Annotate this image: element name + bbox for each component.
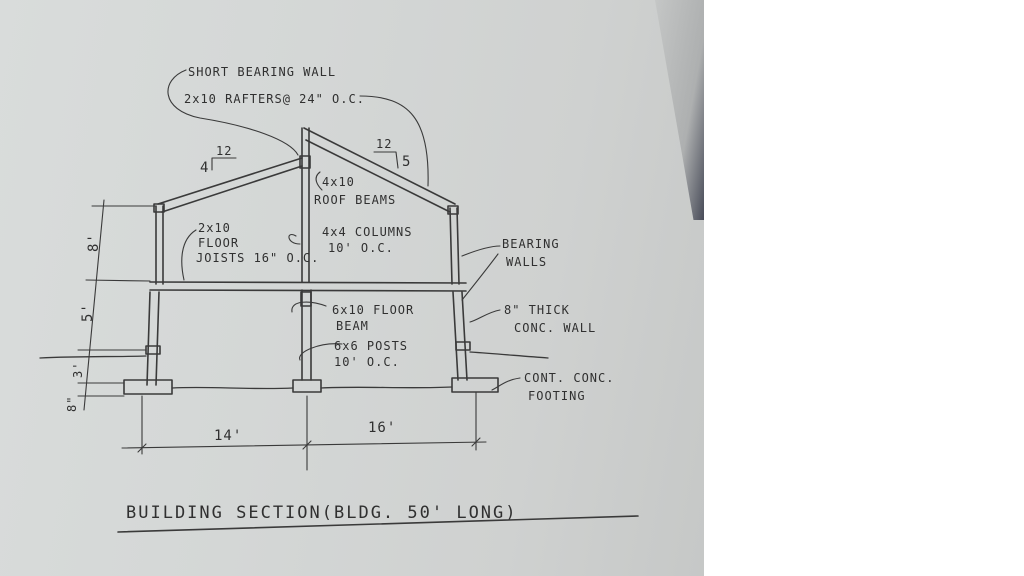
short-bearing-wall-label: SHORT BEARING WALL — [188, 65, 336, 79]
left-pitch-run: 12 — [216, 144, 232, 158]
floor-beam-size-label: 6x10 FLOOR — [332, 303, 414, 317]
footing-type-label: CONT. CONC. — [524, 371, 614, 385]
roof-beams-label: ROOF BEAMS — [314, 193, 396, 207]
walls-label: WALLS — [506, 255, 547, 269]
floor-label: FLOOR — [198, 236, 239, 250]
floor-joists-label: JOISTS 16" O.C. — [196, 251, 319, 265]
dim-left-span: 14' — [214, 428, 242, 444]
left-pitch-rise: 4 — [200, 160, 209, 176]
conc-wall-thickness-label: 8" THICK — [504, 303, 570, 317]
right-pitch-run: 12 — [376, 137, 392, 151]
posts-label: 6x6 POSTS — [334, 339, 408, 353]
dimension-lines — [77, 199, 487, 471]
leader-arrows — [167, 69, 521, 391]
posts-spacing-label: 10' O.C. — [334, 355, 400, 369]
columns-label: 4x4 COLUMNS — [322, 225, 412, 239]
conc-wall-label: CONC. WALL — [514, 321, 596, 335]
right-pitch-rise: 5 — [402, 154, 411, 170]
dim-wall-below-grade: 3' — [71, 362, 85, 378]
footing-label: FOOTING — [528, 389, 586, 403]
floor-beam-label: BEAM — [336, 319, 369, 333]
pitch-symbols — [211, 151, 399, 171]
dim-footing-thickness: 8" — [65, 396, 79, 412]
annotations: SHORT BEARING WALL 2x10 RAFTERS@ 24" O.C… — [65, 65, 614, 523]
dim-upper-floor-height: 8' — [86, 233, 102, 252]
blank-area — [704, 0, 1024, 576]
title-underline — [117, 515, 639, 533]
building-section-drawing: SHORT BEARING WALL 2x10 RAFTERS@ 24" O.C… — [39, 65, 639, 533]
dim-lower-wall-height: 5' — [80, 303, 96, 322]
drawing-title: BUILDING SECTION(BLDG. 50' LONG) — [126, 503, 518, 523]
floor-joist-size-label: 2x10 — [198, 221, 231, 235]
rafters-label: 2x10 RAFTERS@ 24" O.C. — [184, 92, 365, 106]
roof-beam-size-label: 4x10 — [322, 175, 355, 189]
paper-sheet: SHORT BEARING WALL 2x10 RAFTERS@ 24" O.C… — [0, 0, 704, 576]
bearing-label: BEARING — [502, 237, 560, 251]
dim-right-span: 16' — [368, 420, 396, 436]
structure-lines — [123, 127, 499, 395]
grade-lines — [39, 351, 549, 390]
columns-spacing-label: 10' O.C. — [328, 241, 394, 255]
